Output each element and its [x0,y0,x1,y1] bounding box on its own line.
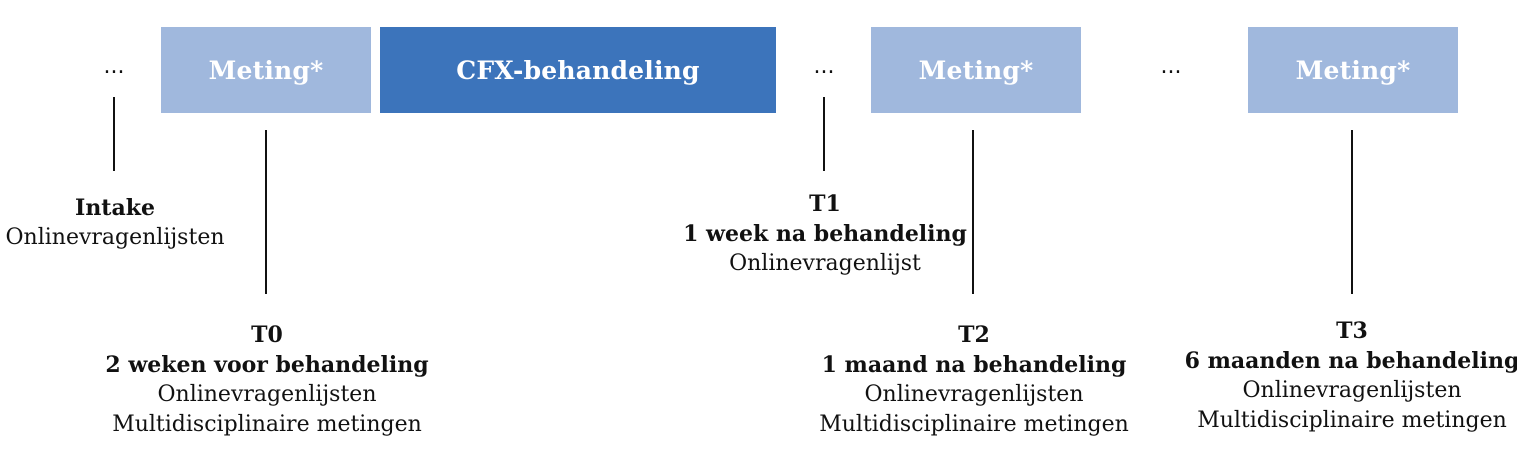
t1-line-1: Onlinevragenlijst [729,251,921,276]
t3-label: T3 6 maanden na behandeling Onlinevragen… [1185,316,1517,436]
t0-connector-line [265,130,267,294]
t3-connector-line [1351,130,1353,294]
t3-subtitle: 6 maanden na behandeling [1184,348,1517,374]
intake-line-1: Onlinevragenlijsten [5,225,225,250]
t2-label: T2 1 maand na behandeling Onlinevragenli… [819,320,1129,440]
meting-label-t2: Meting* [918,55,1034,85]
t1-connector-line [823,97,825,171]
t1-code: T1 [809,191,841,217]
t2-subtitle: 1 maand na behandeling [821,352,1127,378]
t0-label: T0 2 weken voor behandeling Onlinevragen… [105,320,428,440]
t3-line-1: Onlinevragenlijsten [1242,378,1462,403]
t1-label: T1 1 week na behandeling Onlinevragenlij… [683,189,967,279]
t0-line-2: Multidisciplinaire metingen [112,412,422,437]
ellipsis-before-t3: ... [1160,54,1182,79]
intake-connector-line [113,97,115,171]
meting-label-t0: Meting* [208,55,324,85]
t2-connector-line [972,130,974,294]
t0-line-1: Onlinevragenlijsten [157,382,377,407]
intake-label: Intake Onlinevragenlijsten [5,193,224,253]
cfx-behandeling-label: CFX-behandeling [456,55,700,85]
t0-code: T0 [251,322,283,348]
t2-line-1: Onlinevragenlijsten [864,382,1084,407]
meting-box-t2: Meting* [871,27,1081,113]
ellipsis-after-treatment: ... [813,54,835,79]
meting-label-t3: Meting* [1295,55,1411,85]
t3-line-2: Multidisciplinaire metingen [1197,408,1507,433]
t1-subtitle: 1 week na behandeling [683,221,967,247]
intake-title: Intake [75,195,155,221]
t3-code: T3 [1336,318,1368,344]
meting-box-t0: Meting* [161,27,371,113]
t0-subtitle: 2 weken voor behandeling [105,352,429,378]
ellipsis-before-t0: ... [103,54,125,79]
t2-line-2: Multidisciplinaire metingen [819,412,1129,437]
cfx-behandeling-box: CFX-behandeling [380,27,776,113]
t2-code: T2 [958,322,990,348]
meting-box-t3: Meting* [1248,27,1458,113]
